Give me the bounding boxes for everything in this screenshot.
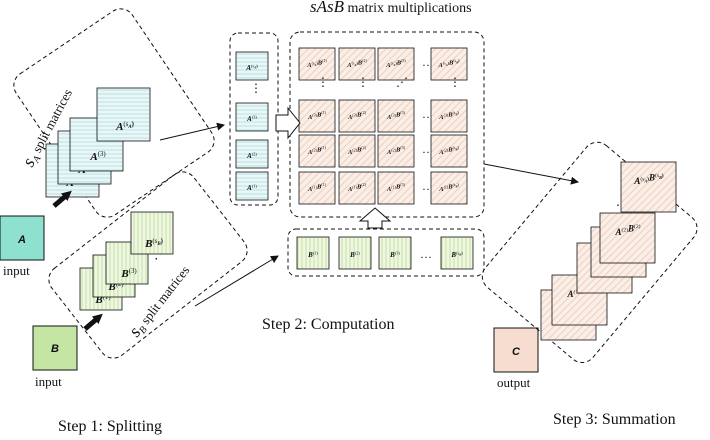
product-cell: A(1)B(sB) (430, 171, 468, 205)
summation-matrix: A(2)B(2) (599, 212, 656, 264)
arrow-computation-to-summation (483, 163, 579, 185)
input-b: B input (32, 325, 78, 389)
b-row-matrix-label: B(3) (389, 250, 400, 259)
input-a: A input (0, 215, 45, 278)
a-column-matrix-label: A(1) (246, 183, 257, 192)
arrow-split-a-to-computation (159, 122, 225, 141)
diagram-title: sAsB matrix multiplications (310, 0, 472, 16)
b-row-matrix-label: B(2) (349, 250, 360, 259)
grid-ellipsis: ⋮ (449, 75, 461, 89)
product-cell: A(sA)B(1) (298, 47, 336, 81)
product-cell: A(sA)B(2) (338, 47, 376, 81)
product-cell: A(1)B(1) (298, 171, 336, 205)
split-a-matrix: A(sA) (96, 87, 151, 142)
product-cell-label: A(sA)B(1) (306, 58, 327, 69)
split-b-matrix-label: B(3) (120, 268, 136, 280)
product-cell-label: A(1)B(2) (347, 182, 367, 193)
product-cell: A(2)B(sB) (430, 134, 468, 168)
step-2-label: Step 2: Computation (262, 316, 394, 333)
a-column-matrix: A(3) (235, 102, 269, 132)
split-a-matrix-label: A(sA) (115, 121, 134, 133)
product-grid: A(sA)B(1)A(sA)B(2)A(sA)B(3)…A(sA)B(sB)⋮⋮… (298, 47, 468, 205)
split-b-border (48, 171, 248, 359)
grid-ellipsis: ⋮ (357, 75, 369, 89)
summation-matrix-label: A(sA)B(sB) (633, 172, 663, 186)
input-a-symbol: A (17, 234, 26, 246)
grid-ellipsis: ⋮ (317, 75, 329, 89)
product-cell-label: A(2)B(3) (386, 145, 406, 156)
product-cell-label: A(3)B(3) (386, 110, 406, 121)
product-cell: A(2)B(2) (338, 134, 376, 168)
product-grid-box (289, 31, 485, 218)
product-cell-label: A(1)B(sB) (438, 182, 459, 193)
product-cell-label: A(2)B(1) (307, 145, 327, 156)
product-cell-label: A(3)B(1) (307, 110, 327, 121)
b-row-matrix: B(3) (378, 236, 412, 270)
split-b-stack: B(1)B(2)B(3)⋰B(sB) (79, 211, 174, 311)
b-row: B(1) B(2) B(3) … B(sB) (296, 236, 474, 270)
a-column-matrix-label: A(3) (246, 114, 257, 123)
product-cell: A(sA)B(sB) (430, 47, 468, 81)
hollow-arrow-up (358, 207, 392, 229)
b-row-matrix-label: B(sB) (450, 250, 463, 259)
product-cell-label: A(sA)B(sB) (437, 58, 460, 69)
product-cell-label: A(sA)B(2) (346, 58, 367, 69)
grid-ellipsis: ⋰ (396, 75, 408, 89)
product-cell: A(3)B(1) (298, 99, 336, 133)
a-column-matrix: A(1) (235, 171, 269, 201)
split-b-matrix: B(sB) (130, 211, 174, 255)
a-column-matrix-label: A(2) (246, 151, 257, 160)
arrow-input-a-to-split (52, 190, 72, 208)
summation-matrix: A(sA)B(sB) (620, 161, 677, 213)
product-cell-label: A(1)B(1) (307, 182, 327, 193)
input-a-label: input (3, 263, 30, 278)
b-row-matrix: B(2) (338, 236, 372, 270)
arrow-split-b-to-computation (194, 255, 279, 307)
input-b-symbol: B (51, 343, 59, 355)
b-row-matrix-label: B(1) (307, 250, 318, 259)
a-column: A(sA) ⋮ A(3) A(2) A(1) (235, 51, 269, 201)
product-cell-label: A(3)B(2) (347, 110, 367, 121)
step-3-label: Step 3: Summation (553, 411, 676, 428)
output-c: C output (493, 327, 539, 390)
summation-stack: A(1)B(1)A(1)B(2)⋰A(1)B(sB)A(2)B(1)A(2)B(… (540, 161, 677, 341)
split-a-matrix-label: A(3) (89, 151, 105, 163)
split-a-group: sA split matrices A(1)A(2)A(3)⋰A(sA) (13, 8, 215, 218)
product-cell: A(1)B(2) (338, 171, 376, 205)
b-row-matrix: B(1) (296, 236, 330, 270)
b-row-ellipsis: … (420, 247, 432, 261)
output-c-symbol: C (512, 346, 521, 358)
title-vars: sAsB (310, 0, 345, 16)
a-column-ellipsis: ⋮ (250, 81, 262, 95)
product-cell-label: A(2)B(sB) (438, 145, 459, 156)
product-cell-label: A(3)B(sB) (438, 110, 459, 121)
a-column-matrix: A(2) (235, 139, 269, 169)
split-a-stack: A(1)A(2)A(3)⋰A(sA) (45, 87, 151, 198)
arrow-input-b-to-split (83, 313, 103, 331)
product-cell: A(2)B(1) (298, 134, 336, 168)
product-cell: A(3)B(2) (338, 99, 376, 133)
summation-matrix-label: A(2)B(2) (614, 223, 640, 237)
product-cell: A(1)B(3) (377, 171, 415, 205)
split-a-border (13, 8, 215, 218)
product-cell-label: A(sA)B(3) (385, 58, 406, 69)
product-cell: A(3)B(3) (377, 99, 415, 133)
product-cell-label: A(2)B(2) (347, 145, 367, 156)
product-cell-label: A(1)B(3) (386, 182, 406, 193)
input-b-label: input (35, 374, 62, 389)
product-cell: A(sA)B(3) (377, 47, 415, 81)
b-row-box (287, 228, 485, 277)
a-column-matrix: A(sA) (235, 51, 269, 81)
step-1-label: Step 1: Splitting (58, 418, 162, 435)
output-label: output (497, 375, 531, 390)
product-cell: A(3)B(sB) (430, 99, 468, 133)
product-cell: A(2)B(3) (377, 134, 415, 168)
b-row-matrix: B(sB) (440, 236, 474, 270)
title-rest: matrix multiplications (344, 1, 472, 16)
a-column-matrix-label: A(sA) (245, 63, 258, 72)
split-b-matrix-label: B(sB) (144, 238, 163, 250)
hollow-arrow-right (275, 106, 301, 140)
